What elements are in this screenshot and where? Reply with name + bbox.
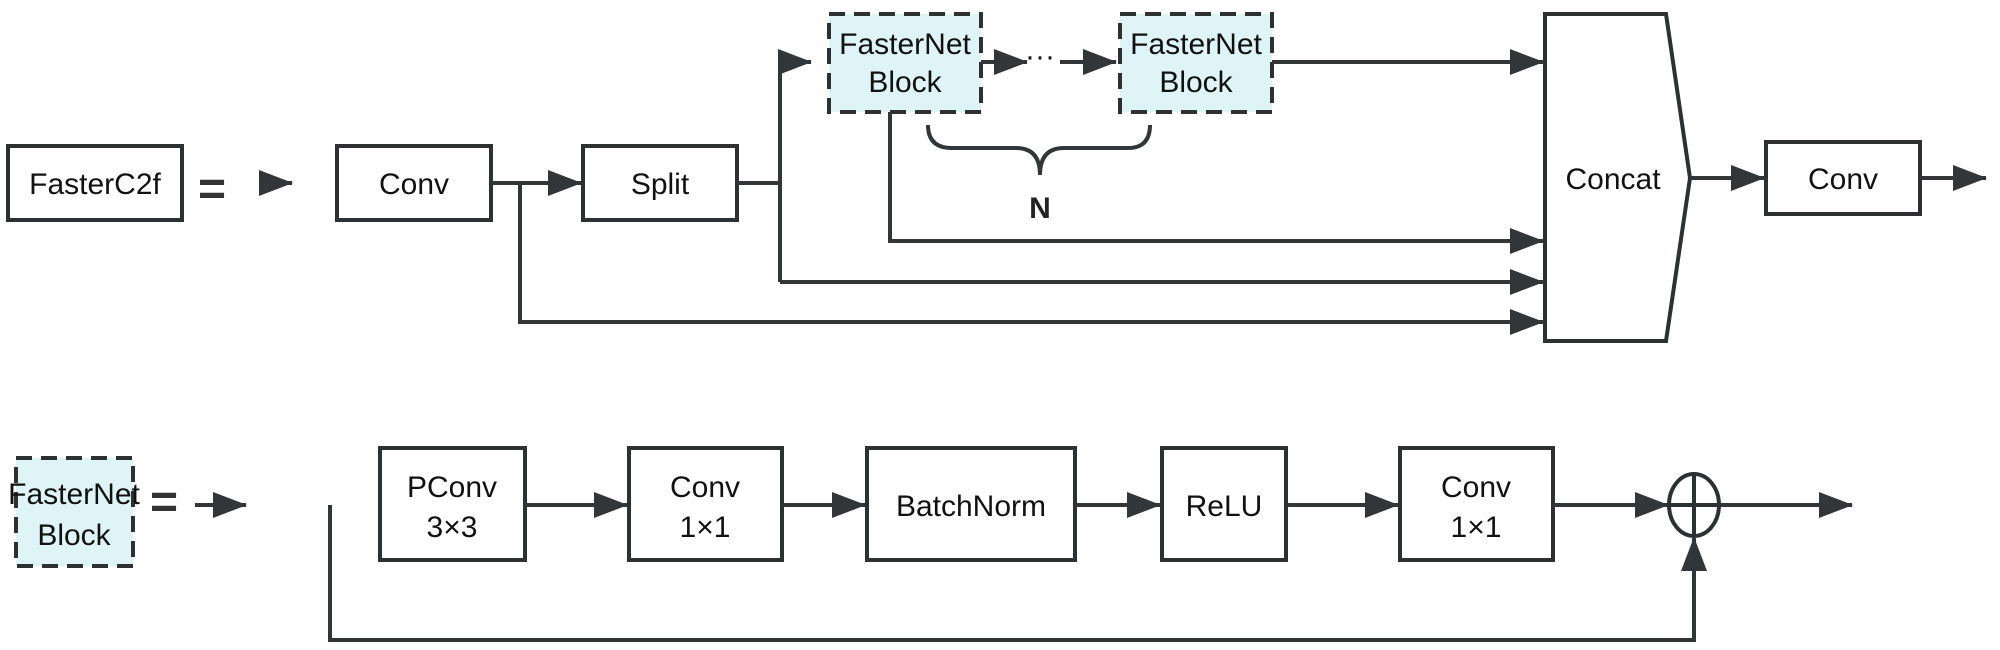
conv-input-label: Conv [379,168,449,201]
split-label: Split [631,168,690,201]
concat-label: Concat [1565,163,1661,196]
conv-output-box: Conv [1764,140,1922,216]
equals-sign-top: = [198,163,226,216]
fasternet-block-title-line2: Block [37,519,111,552]
repeat-count-label: N [1029,192,1051,225]
fasternet-block-2: FasterNet Block [1118,12,1274,114]
conv-1x1-b-line1: Conv [1441,471,1511,504]
fasternet-block-title-box: FasterNet Block [8,456,141,568]
fasterc2f-title-box: FasterC2f [6,144,184,222]
conv-input-box: Conv [335,144,493,222]
fasternet-block-1: FasterNet Block [827,12,983,114]
fasternet-block-1-line2: Block [868,66,942,99]
fasternet-block-2-line1: FasterNet [1130,28,1262,61]
concat-block: Concat [1543,12,1693,343]
conv-1x1-a-box: Conv 1×1 [627,446,784,562]
conv-output-label: Conv [1808,163,1878,196]
conv-1x1-a-line1: Conv [670,471,740,504]
pconv-box: PConv 3×3 [378,446,527,562]
pconv-line1: PConv [407,471,497,504]
conv-1x1-b-box: Conv 1×1 [1398,446,1555,562]
fasternet-block-2-line2: Block [1159,66,1233,99]
arrow-block1-to-concat [888,112,1544,254]
arrow-split-to-block1 [778,49,812,282]
batchnorm-label: BatchNorm [896,490,1046,523]
add-node-icon [1667,472,1721,538]
fasterc2f-title-label: FasterC2f [29,168,161,201]
batchnorm-box: BatchNorm [865,446,1077,562]
relu-box: ReLU [1160,446,1288,562]
split-box: Split [581,144,739,222]
skip-connection-arrow [328,505,1707,642]
repeat-brace [926,124,1152,176]
arrow-conv-to-concat [518,183,1544,335]
fasternet-block-1-line1: FasterNet [839,28,971,61]
equals-sign-bottom: = [150,476,178,529]
conv-1x1-a-line2: 1×1 [680,511,731,544]
ellipsis-label: ··· [1025,40,1055,73]
relu-label: ReLU [1186,490,1263,523]
fasternet-block-title-line1: FasterNet [8,478,140,511]
pconv-line2: 3×3 [427,511,478,544]
conv-1x1-b-line2: 1×1 [1451,511,1502,544]
